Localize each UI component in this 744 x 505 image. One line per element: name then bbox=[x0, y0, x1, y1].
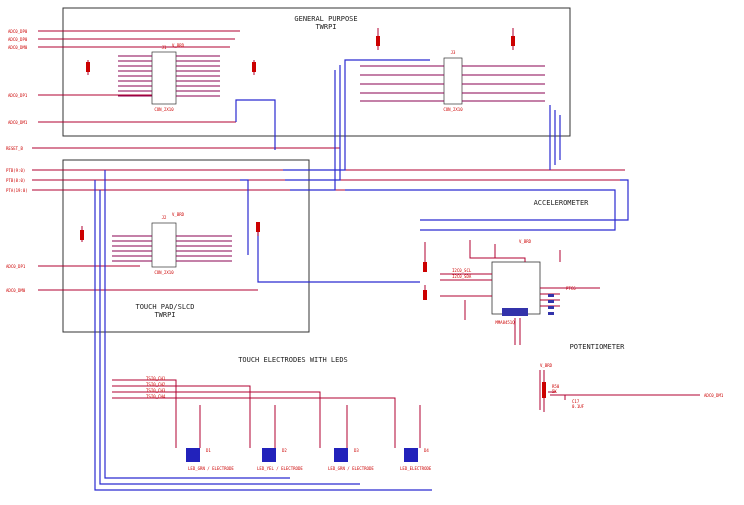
led-label: LED_GRN / ELECTRODE bbox=[188, 466, 234, 471]
offpage-label: ADC0_DM1 bbox=[8, 120, 28, 125]
offpage-label: ADC0_DP1 bbox=[8, 93, 28, 98]
offpage-label: ADC0_DP0 bbox=[8, 29, 28, 34]
j1-part: CON_2X10 bbox=[154, 107, 174, 112]
led-label: LED_GRN / ELECTRODE bbox=[328, 466, 374, 471]
general-purpose-subtitle: TWRPI bbox=[315, 23, 336, 31]
header-j2: J2 CON_2X10 bbox=[112, 215, 232, 275]
led-ref: D1 bbox=[206, 448, 211, 453]
electrode-net: TSI0_CH1 bbox=[146, 376, 166, 381]
pot-value: 5K bbox=[552, 389, 557, 394]
j3-ref: J3 bbox=[451, 50, 456, 55]
rail-label: V_BRD bbox=[519, 239, 532, 244]
pot-cap-ref: C17 bbox=[572, 399, 580, 404]
potentiometer: R50 5K C17 0.1UF bbox=[542, 370, 585, 412]
pot-cap-value: 0.1UF bbox=[572, 404, 585, 409]
touch-electrodes-title: TOUCH ELECTRODES WITH LEDS bbox=[238, 356, 348, 364]
touch-pad-twrpi-block bbox=[62, 159, 310, 333]
led-electrode-3: D3 LED_GRN / ELECTRODE bbox=[328, 448, 374, 471]
header-j1: J1 CON_2X10 bbox=[118, 45, 220, 112]
accel-net-sda: I2C0_SDA bbox=[452, 274, 472, 279]
rail-label: V_BRD bbox=[172, 212, 185, 217]
led-electrode-2: D2 LED_YEL / ELECTRODE bbox=[257, 448, 303, 471]
led-ref: D3 bbox=[354, 448, 359, 453]
rail-label: V_BRD bbox=[172, 43, 185, 48]
rail-label: V_BRD bbox=[540, 363, 553, 368]
electrode-net: TSI0_CH4 bbox=[146, 394, 166, 399]
led-label: LED_ELECTRODE bbox=[400, 466, 432, 471]
offpage-label: PTB(9:0) bbox=[6, 168, 25, 173]
offpage-label: ADC0_DM0 bbox=[6, 288, 26, 293]
offpage-label: PTA(19:0) bbox=[6, 188, 28, 193]
j3-part: CON_2X10 bbox=[443, 107, 463, 112]
electrode-net: TSI0_CH2 bbox=[146, 382, 166, 387]
offpage-label: ADC0_DM0 bbox=[8, 45, 28, 50]
offpage-label-right: ADC0_DM1 bbox=[704, 393, 724, 398]
general-purpose-twrpi-block bbox=[62, 7, 571, 137]
offpage-label: ADC0_DP1 bbox=[6, 264, 26, 269]
j1-ref: J1 bbox=[162, 45, 167, 50]
header-j3: J3 CON_2X10 bbox=[360, 50, 545, 112]
pot-ref: R50 bbox=[552, 384, 560, 389]
led-label: LED_YEL / ELECTRODE bbox=[257, 466, 303, 471]
touch-pad-subtitle: TWRPI bbox=[154, 311, 175, 319]
offpage-connectors-left: ADC0_DP0 ADC0_DP0 ADC0_DM0 ADC0_DP1 ADC0… bbox=[6, 29, 625, 293]
offpage-label: ADC0_DP0 bbox=[8, 37, 28, 42]
accelerometer-title: ACCELEROMETER bbox=[534, 199, 590, 207]
accel-net-scl: I2C0_SCL bbox=[452, 268, 472, 273]
j2-part: CON_2X10 bbox=[154, 270, 174, 275]
touch-pad-title: TOUCH PAD/SLCD bbox=[135, 303, 194, 311]
led-ref: D4 bbox=[424, 448, 429, 453]
general-purpose-title: GENERAL PURPOSE bbox=[294, 15, 357, 23]
electrode-net: TSI0_CH3 bbox=[146, 388, 166, 393]
electrode-nets: TSI0_CH1 TSI0_CH2 TSI0_CH3 TSI0_CH4 bbox=[112, 376, 396, 420]
potentiometer-title: POTENTIOMETER bbox=[570, 343, 626, 351]
j2-ref: J2 bbox=[162, 215, 167, 220]
accelerometer-ic: MMA8451Q I2C0_SCL I2C0_SDA PTC6 bbox=[440, 261, 600, 345]
led-electrode-1: D1 LED_GRN / ELECTRODE bbox=[186, 448, 234, 471]
offpage-label: RESET_B bbox=[6, 146, 23, 151]
pullup-resistors bbox=[80, 28, 541, 410]
led-electrode-4: D4 LED_ELECTRODE bbox=[400, 448, 432, 471]
accelerometer-part: MMA8451Q bbox=[495, 320, 515, 325]
led-ref: D2 bbox=[282, 448, 287, 453]
offpage-label: PTB(8:0) bbox=[6, 178, 25, 183]
